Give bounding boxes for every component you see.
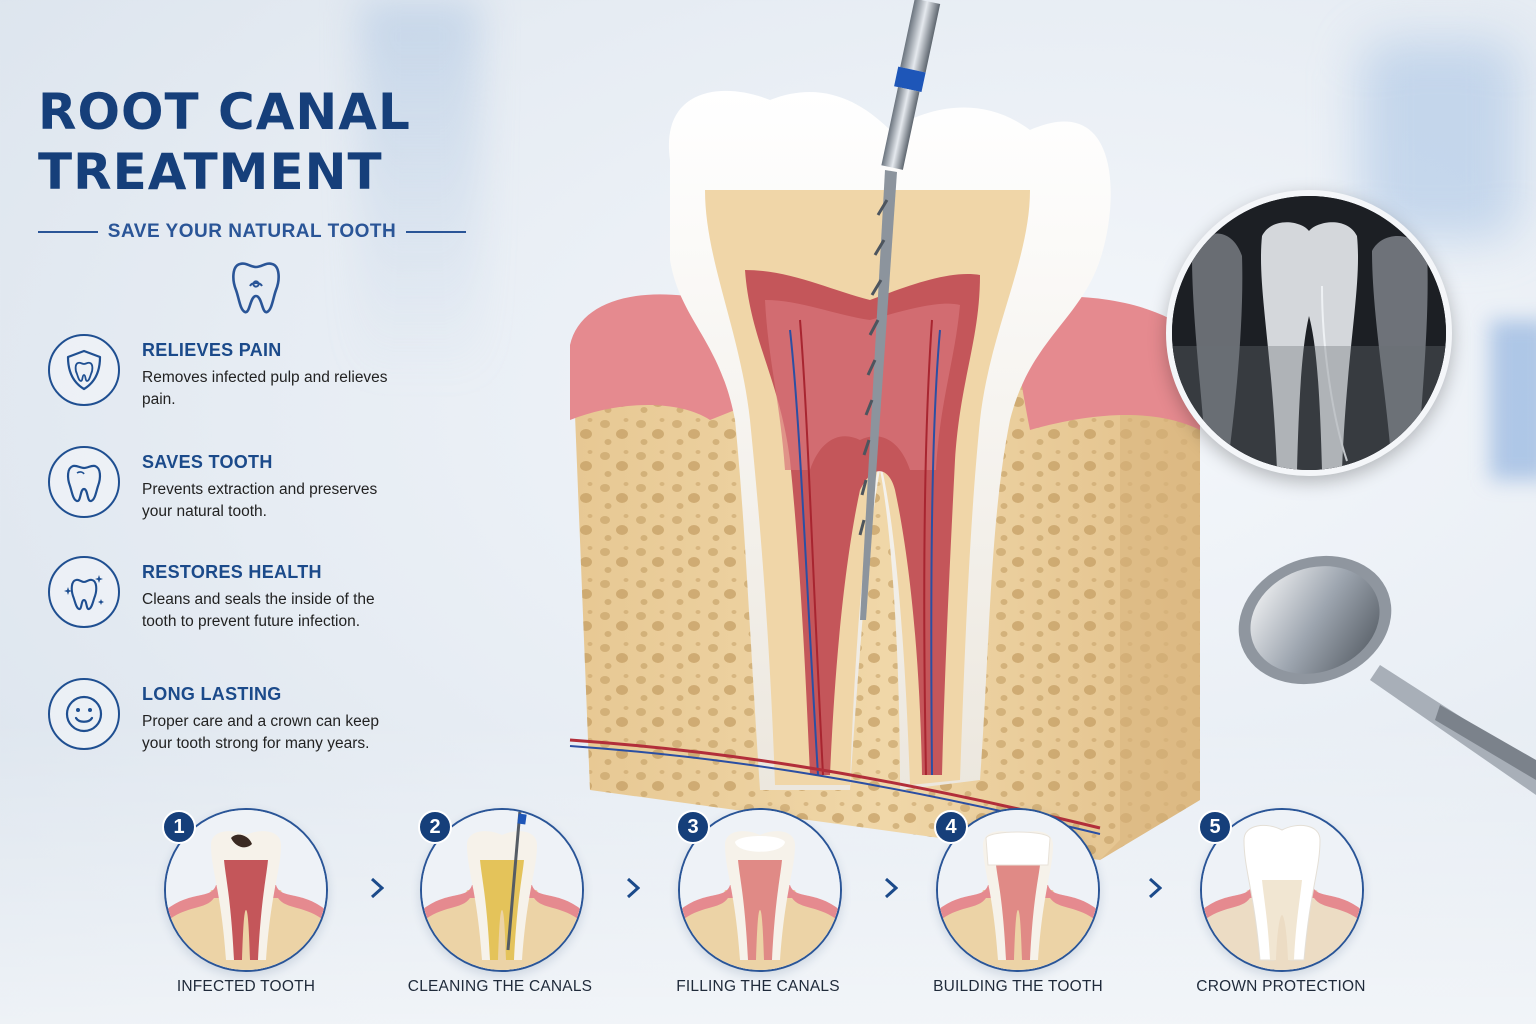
step-label-filling-canals: FILLING THE CANALS [676,978,840,995]
step-label-cleaning-canals: CLEANING THE CANALS [407,978,593,995]
benefit-title: LONG LASTING [142,684,282,704]
smile-icon [48,678,120,750]
subtitle-rule-right [406,231,466,233]
step-label-building-tooth: BUILDING THE TOOTH [933,978,1103,995]
step-illustration [420,808,584,972]
benefit-description: Proper care and a crown can keep your to… [142,713,379,752]
benefit-description: Prevents extraction and preserves your n… [142,481,378,520]
tooth-cross-section-illustration [569,0,1200,860]
chevron-right-icon [626,877,640,899]
benefit-title: RESTORES HEALTH [142,562,322,582]
benefit-long-lasting: LONG LASTING Proper care and a crown can… [48,678,468,755]
subtitle-rule-left [38,231,98,233]
background-blur-left [360,0,480,380]
step-illustration [164,808,328,972]
background-blur-right [1360,40,1520,240]
benefit-description: Removes infected pulp and relieves pain. [142,369,388,408]
benefit-relieves-pain: RELIEVES PAIN Removes infected pulp and … [48,334,468,411]
benefit-restores-health: RESTORES HEALTH Cleans and seals the ins… [48,556,468,633]
page-title: ROOT CANAL TREATMENT [38,83,411,201]
xray-image [1166,190,1452,476]
step-label-infected-tooth: INFECTED TOOTH [176,978,316,995]
dental-mirror-illustration [1238,555,1536,795]
step-3: 3 [676,808,852,982]
step-2: 2 [418,808,594,982]
shield-tooth-icon [48,334,120,406]
step-number: 3 [676,810,710,844]
subtitle-row: SAVE YOUR NATURAL TOOTH [38,220,466,244]
step-number: 4 [934,810,968,844]
chevron-right-icon [1148,877,1162,899]
tooth-icon [48,446,120,518]
step-number: 1 [162,810,196,844]
step-illustration [678,808,842,972]
chevron-right-icon [884,877,898,899]
benefit-title: SAVES TOOTH [142,452,273,472]
benefit-title: RELIEVES PAIN [142,340,282,360]
background-blur-edge [1490,320,1536,480]
step-4: 4 [934,808,1110,982]
page-subtitle: SAVE YOUR NATURAL TOOTH [107,221,397,242]
sparkle-tooth-icon [48,556,120,628]
chevron-right-icon [370,877,384,899]
step-number: 5 [1198,810,1232,844]
step-label-crown-protection: CROWN PROTECTION [1196,978,1366,995]
step-1: 1 [162,808,338,982]
benefit-saves-tooth: SAVES TOOTH Prevents extraction and pres… [48,446,468,523]
tooth-icon [232,262,280,314]
step-number: 2 [418,810,452,844]
step-illustration [936,808,1100,972]
benefit-description: Cleans and seals the inside of the tooth… [142,591,375,630]
step-5: 5 [1198,808,1374,982]
